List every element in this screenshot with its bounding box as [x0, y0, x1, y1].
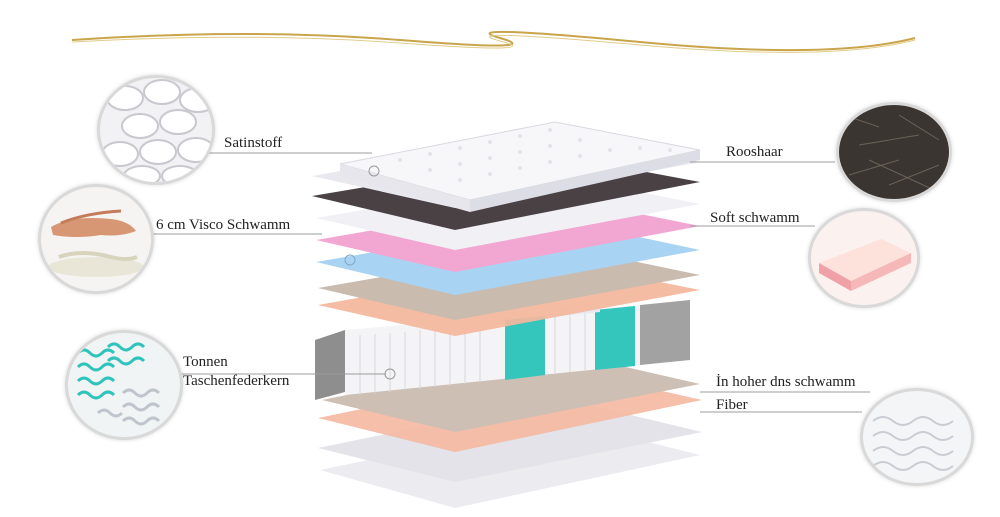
horsehair-icon: [836, 102, 952, 202]
gold-wave-divider: [71, 30, 916, 53]
pocket-spring-icon: [65, 330, 183, 440]
label-taschenfederkern: Taschenfederkern: [183, 373, 290, 389]
label-soft-schwamm: Soft schwamm: [710, 210, 800, 226]
label-hoher-dns-schwamm: İn hoher dns schwamm: [716, 374, 856, 390]
spring-block-right: [640, 300, 690, 365]
label-tonnen: Tonnen: [183, 354, 228, 370]
quilted-fabric-icon: [97, 75, 215, 185]
layer-taupe-bottom: [322, 352, 700, 432]
fiber-icon: [860, 388, 974, 486]
label-visco-schwamm: 6 cm Visco Schwamm: [156, 217, 291, 233]
spring-block-side: [315, 330, 345, 400]
label-rooshaar: Rooshaar: [726, 144, 783, 160]
hand-foam-icon: [38, 184, 154, 294]
label-fiber: Fiber: [716, 397, 748, 413]
label-satinstoff: Satinstoff: [224, 135, 283, 151]
top-marker: [368, 165, 380, 177]
soft-foam-icon: [808, 208, 920, 308]
blue-marker: [344, 254, 356, 266]
